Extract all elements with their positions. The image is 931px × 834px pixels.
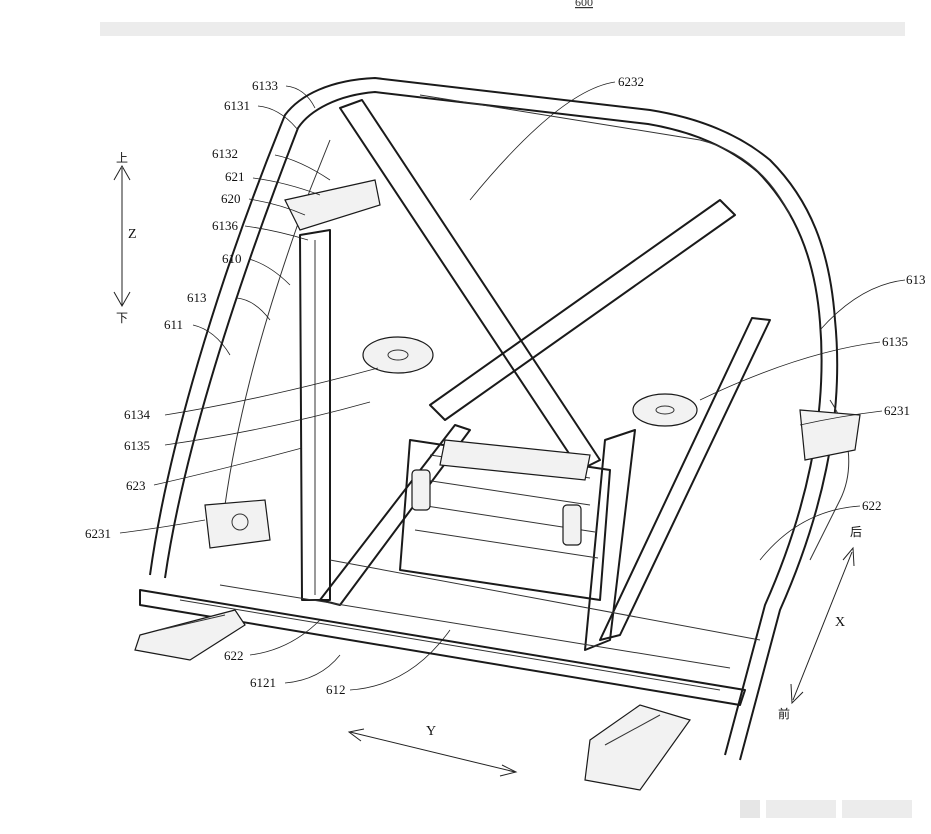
ref-label: 611 bbox=[164, 317, 183, 332]
scan-edge bbox=[100, 22, 905, 36]
ref-label: 6231 bbox=[85, 526, 111, 541]
ref-label: 622 bbox=[862, 498, 882, 513]
x-axis-name: X bbox=[835, 615, 845, 630]
ref-label: 6133 bbox=[252, 78, 278, 93]
ref-label: 623 bbox=[126, 478, 146, 493]
ref-label: 6135 bbox=[124, 438, 150, 453]
ref-label: 6231 bbox=[884, 403, 910, 418]
ref-label: 6232 bbox=[618, 74, 644, 89]
ref-label: 612 bbox=[326, 682, 346, 697]
ref-label: 6121 bbox=[250, 675, 276, 690]
figure-number: 600 bbox=[575, 0, 593, 9]
ref-label: 621 bbox=[225, 169, 245, 184]
reference-labels: 6133 6131 6132 621 620 6136 610 613 611 … bbox=[85, 74, 926, 697]
z-axis-indicator: 上 Z 下 bbox=[113, 151, 137, 325]
ref-label: 6136 bbox=[212, 218, 239, 233]
ref-label: 6131 bbox=[224, 98, 250, 113]
ref-label: 6134 bbox=[124, 407, 151, 422]
leader-lines bbox=[119, 81, 906, 691]
frame-assembly bbox=[134, 77, 861, 791]
ref-label: 622 bbox=[224, 648, 244, 663]
x-axis-bottom-label: 前 bbox=[778, 706, 790, 721]
z-axis-name: Z bbox=[128, 227, 137, 242]
z-axis-bottom-label: 下 bbox=[116, 311, 128, 325]
y-axis-name: Y bbox=[426, 724, 436, 739]
watermark bbox=[740, 800, 912, 818]
x-axis-top-label: 后 bbox=[850, 525, 862, 539]
y-axis-indicator: Y bbox=[347, 724, 518, 777]
ref-label: 610 bbox=[222, 251, 242, 266]
ref-label: 6135 bbox=[882, 334, 908, 349]
z-axis-top-label: 上 bbox=[116, 151, 128, 165]
ref-label: 620 bbox=[221, 191, 241, 206]
x-axis-indicator: 后 X 前 bbox=[778, 525, 862, 721]
ref-label: 613 bbox=[187, 290, 207, 305]
ref-label: 6132 bbox=[212, 146, 238, 161]
ref-label: 613 bbox=[906, 272, 926, 287]
